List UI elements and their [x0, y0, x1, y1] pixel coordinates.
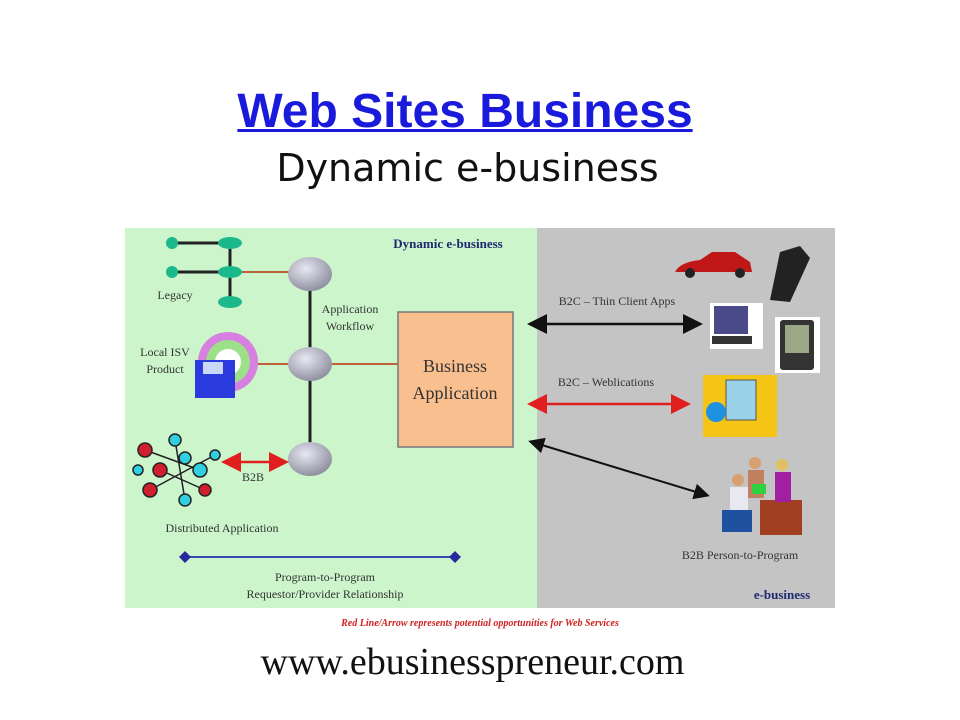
p2p-label-1: Program-to-Program: [275, 570, 376, 584]
right-panel-title: e-business: [754, 587, 810, 602]
page-title: Web Sites Business: [237, 85, 693, 138]
weblication-icon: [703, 375, 777, 437]
b2b-label: B2B: [242, 470, 264, 484]
hub-node-middle: [288, 347, 332, 381]
workflow-label-1: Application: [322, 302, 379, 316]
pda-icon: [775, 317, 820, 373]
business-application-box: [397, 311, 514, 448]
page-subtitle: Dynamic e-business: [276, 146, 659, 190]
office-people-icon: [722, 457, 802, 535]
car-icon: [675, 252, 752, 278]
person-to-program-arrow: [528, 437, 710, 500]
distributed-molecule-icon: [132, 433, 221, 507]
distributed-label: Distributed Application: [166, 521, 279, 535]
isv-label-1: Local ISV: [140, 345, 190, 359]
hub-node-bottom: [288, 442, 332, 476]
business-app-label-1: Business: [423, 356, 487, 376]
thin-client-label: B2C – Thin Client Apps: [559, 294, 676, 308]
legacy-label: Legacy: [157, 288, 192, 302]
person-to-program-label: B2B Person-to-Program: [682, 548, 799, 562]
p2p-label-2: Requestor/Provider Relationship: [247, 587, 404, 601]
weblications-label: B2C – Weblications: [558, 375, 654, 389]
business-app-label-2: Application: [413, 383, 498, 403]
laptop-icon: [710, 303, 763, 349]
footnote: Red Line/Arrow represents potential oppo…: [340, 618, 619, 629]
workflow-label-2: Workflow: [326, 319, 375, 333]
website-url: www.ebusinesspreneur.com: [260, 641, 685, 683]
cd-floppy-icon: [195, 332, 258, 398]
isv-label-2: Product: [146, 362, 184, 376]
mobile-phone-icon: [770, 246, 810, 302]
legacy-network-icon: [166, 237, 242, 308]
left-panel-title: Dynamic e-business: [393, 236, 502, 251]
hub-node-top: [288, 257, 332, 291]
